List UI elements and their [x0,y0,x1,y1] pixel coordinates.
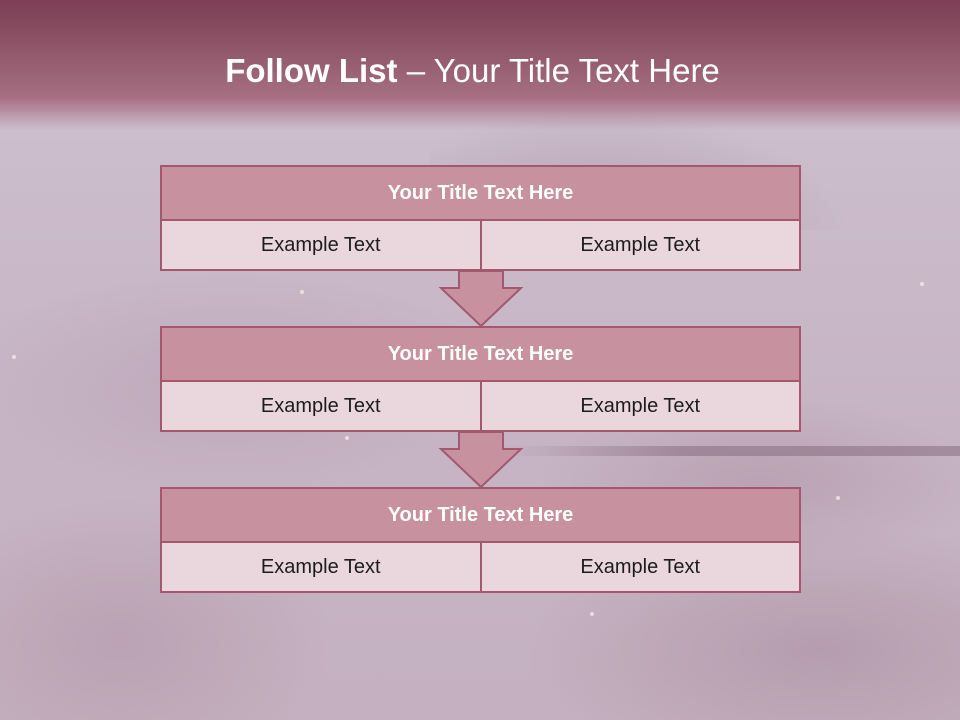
down-arrow-icon [438,270,524,328]
slide-title-rest: – Your Title Text Here [397,52,720,89]
block-cell-right: Example Text [481,543,801,593]
down-arrow-icon [438,431,524,489]
background-light [300,290,304,294]
block-cell-left: Example Text [160,382,482,432]
block-title: Your Title Text Here [160,326,801,382]
block-row: Example Text Example Text [160,382,801,432]
background-light [12,355,16,359]
slide-title-bold: Follow List [225,52,398,89]
block-title: Your Title Text Here [160,165,801,221]
block-cell-right: Example Text [481,382,801,432]
background-light [836,496,840,500]
slide-title: Follow List – Your Title Text Here [0,52,945,90]
background-light [345,436,349,440]
block-cell-left: Example Text [160,543,482,593]
list-block-2: Your Title Text Here Example Text Exampl… [160,326,801,432]
block-cell-right: Example Text [481,221,801,271]
block-row: Example Text Example Text [160,543,801,593]
block-row: Example Text Example Text [160,221,801,271]
list-block-3: Your Title Text Here Example Text Exampl… [160,487,801,593]
background-light [590,612,594,616]
header-band [0,0,960,130]
block-title: Your Title Text Here [160,487,801,543]
background-light [920,282,924,286]
list-block-1: Your Title Text Here Example Text Exampl… [160,165,801,271]
block-cell-left: Example Text [160,221,482,271]
background-pier [500,446,960,456]
